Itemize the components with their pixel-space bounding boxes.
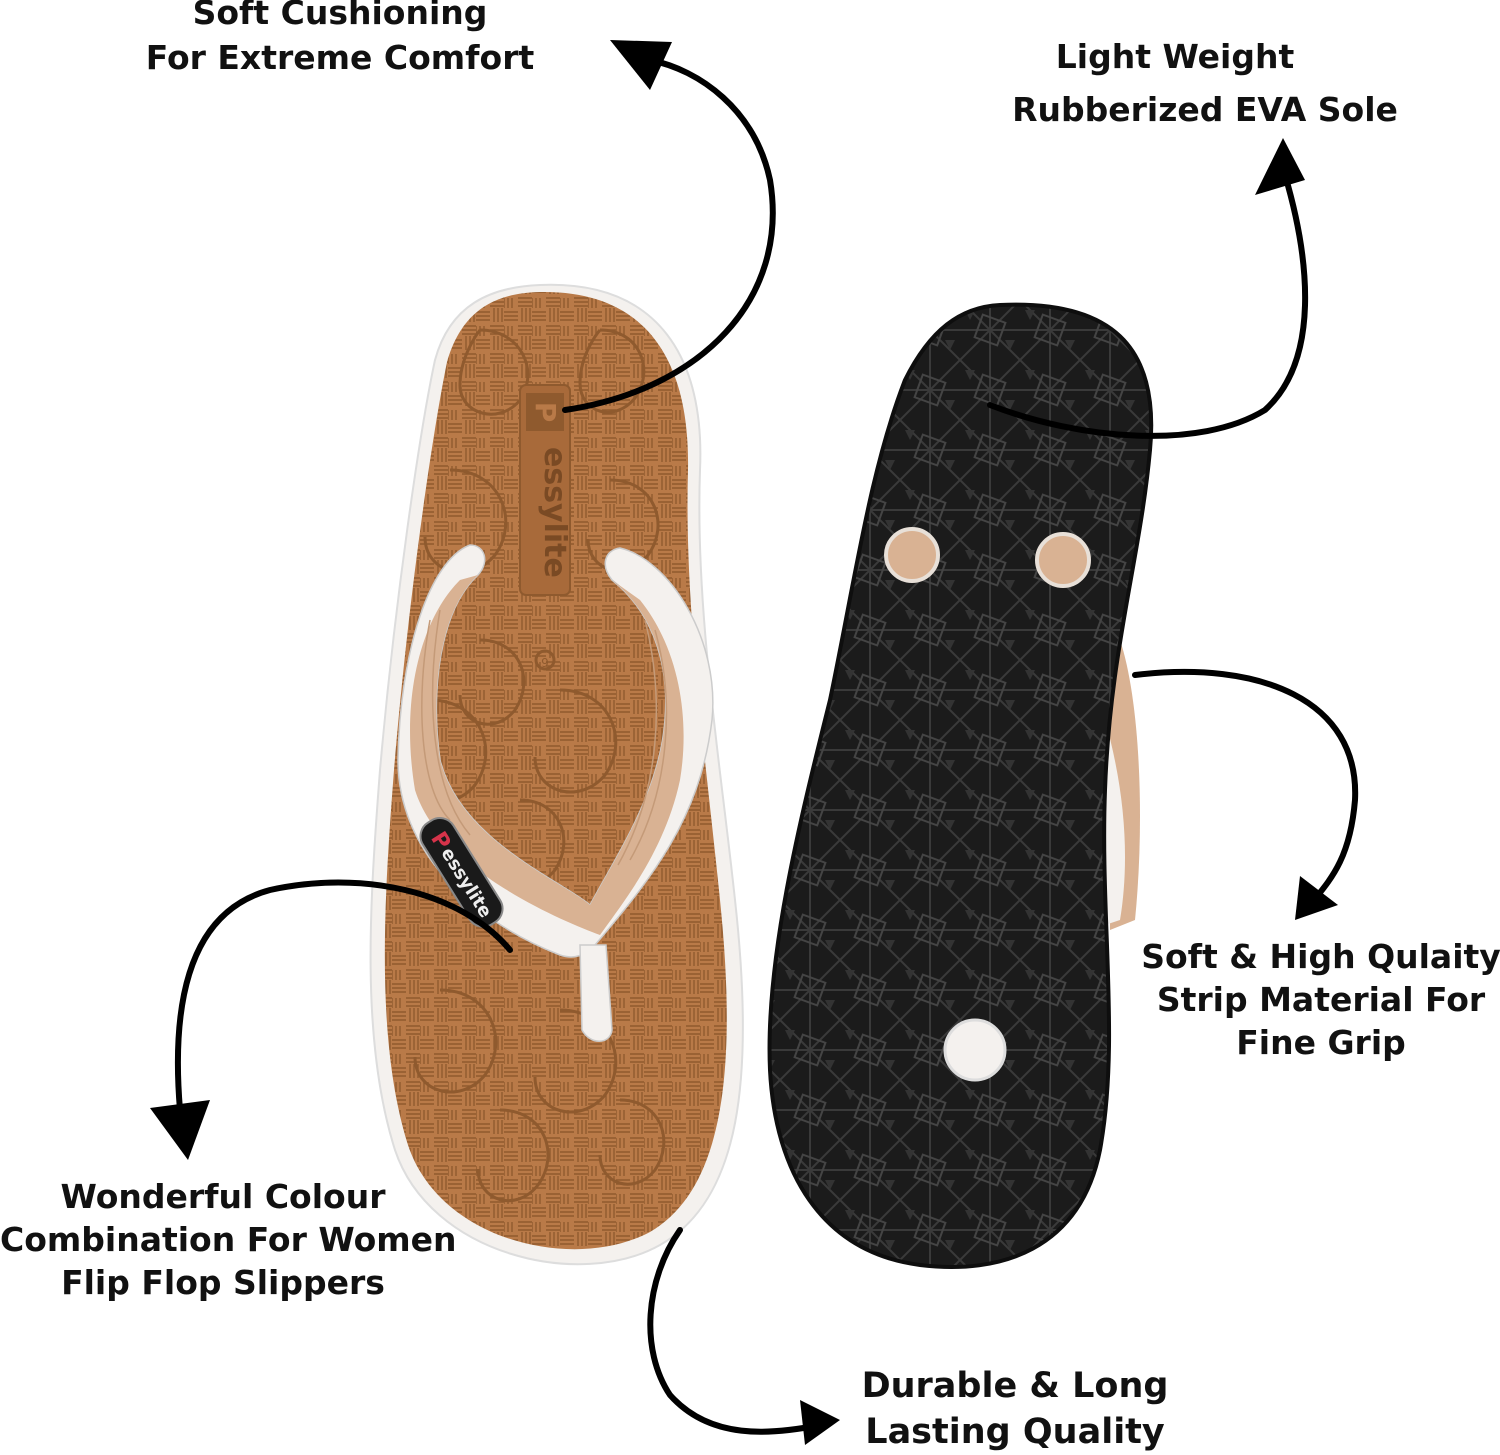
size-mark: 9	[541, 656, 549, 670]
strap-plug-left	[886, 529, 938, 581]
embossed-logo-text: essylite	[537, 447, 572, 578]
callout-colour-combination-line2: Combination For Women	[0, 1219, 446, 1262]
callout-durable: Durable & Long Lasting Quality	[850, 1364, 1180, 1455]
arrowhead-light-weight	[1255, 138, 1305, 195]
callout-colour-combination-line1: Wonderful Colour	[0, 1176, 446, 1219]
callout-colour-combination-line3: Flip Flop Slippers	[0, 1262, 446, 1305]
callout-light-weight: Light Weight Rubberized EVA Sole	[985, 36, 1425, 132]
callout-strip-material: Soft & High Qulaity Strip Material For F…	[1140, 936, 1500, 1065]
strap-plug-right	[1037, 534, 1089, 586]
callout-soft-cushioning-line2: For Extreme Comfort	[120, 37, 560, 80]
toe-post	[580, 945, 612, 1041]
callout-soft-cushioning: Soft Cushioning For Extreme Comfort	[120, 0, 560, 80]
callout-strip-material-line3: Fine Grip	[1140, 1022, 1500, 1065]
left-slipper: P essylite 9 P essylite	[371, 285, 743, 1264]
arrowhead-durable	[800, 1400, 840, 1445]
callout-soft-cushioning-line1: Soft Cushioning	[120, 0, 560, 35]
callout-strip-material-line2: Strip Material For	[1140, 979, 1500, 1022]
arrow-durable	[650, 1230, 820, 1432]
arrowhead-strip-material	[1295, 876, 1338, 920]
right-slipper	[770, 305, 1152, 1267]
arrowhead-colour-combination	[150, 1100, 210, 1160]
callout-durable-line1: Durable & Long	[850, 1364, 1180, 1410]
embossed-brand-logo: P essylite	[520, 385, 572, 595]
callout-light-weight-line2: Rubberized EVA Sole	[985, 89, 1425, 132]
toe-post-plug	[945, 1020, 1005, 1080]
callout-durable-line2: Lasting Quality	[850, 1410, 1180, 1455]
outsole	[770, 305, 1152, 1267]
callout-light-weight-line1: Light Weight	[985, 36, 1425, 79]
embossed-logo-letter: P	[529, 402, 562, 423]
arrow-strip-material	[1135, 672, 1355, 905]
callout-strip-material-line1: Soft & High Qulaity	[1140, 936, 1500, 979]
callout-colour-combination: Wonderful Colour Combination For Women F…	[0, 1176, 446, 1305]
